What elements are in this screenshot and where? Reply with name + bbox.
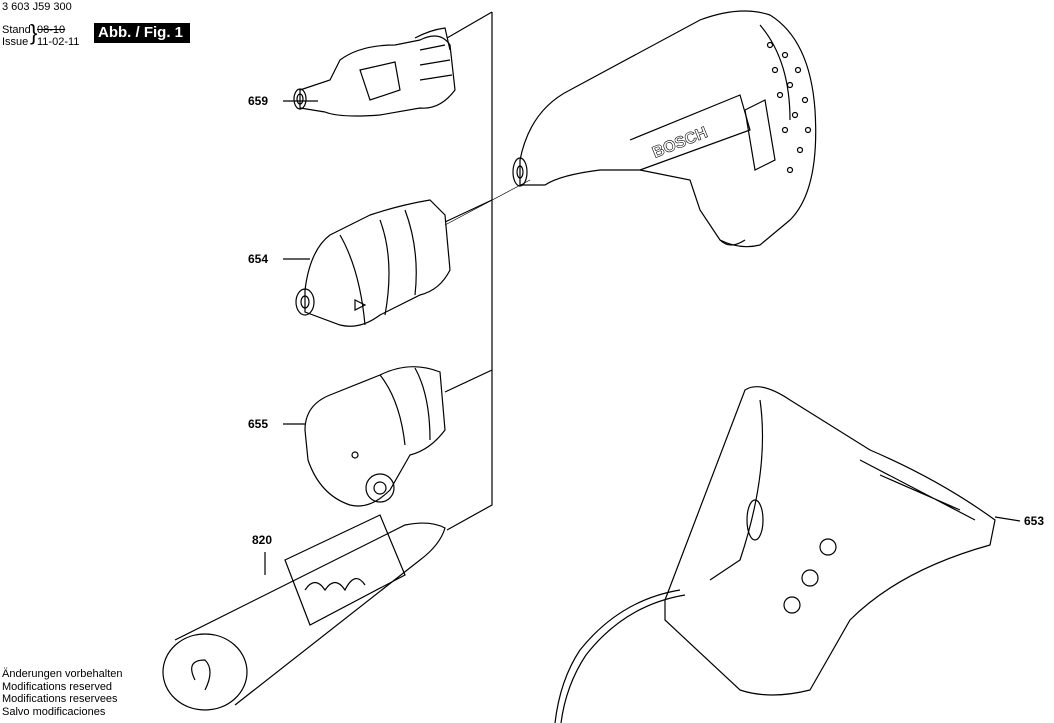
part-label-654: 654 xyxy=(248,252,269,266)
drill-body xyxy=(512,10,817,248)
issue-label: Issue xyxy=(2,36,29,48)
part-820-bit-case xyxy=(162,514,446,711)
part-654-torque-attachment xyxy=(295,199,451,327)
footer-line-de: Änderungen vorbehalten xyxy=(2,668,123,680)
part-659-eccentric-attachment xyxy=(293,27,456,117)
part-label-659: 659 xyxy=(248,94,269,108)
stand-label: Stand xyxy=(2,24,31,36)
part-label-653: 653 xyxy=(1024,514,1045,528)
footer-line-es: Salvo modificaciones xyxy=(2,705,106,718)
footer-line-en: Modifications reserved xyxy=(2,680,113,693)
stand-date: 08-10 xyxy=(37,24,66,36)
figure-label: Abb. / Fig. 1 xyxy=(94,23,190,43)
brace-symbol: } xyxy=(30,20,38,45)
stand-issue-labels: Stand Issue xyxy=(2,24,31,48)
drill-grip-dots xyxy=(766,41,812,174)
footer-notice: Änderungen vorbehalten Modifications res… xyxy=(2,668,122,718)
drill-brand-logo: BOSCH xyxy=(650,124,710,161)
document-number: 3 603 J59 300 xyxy=(2,1,72,13)
footer-line-fr: Modifications reservees xyxy=(2,693,118,705)
assembly-bracket xyxy=(444,11,531,531)
leader-lines xyxy=(264,100,1021,575)
part-label-655: 655 xyxy=(248,417,269,431)
dates: 08-10 11-02-11 xyxy=(37,24,79,48)
issue-date: 11-02-11 xyxy=(37,36,80,48)
part-653-charger xyxy=(554,386,996,723)
part-655-angle-attachment xyxy=(304,366,446,507)
part-label-820: 820 xyxy=(252,533,273,547)
